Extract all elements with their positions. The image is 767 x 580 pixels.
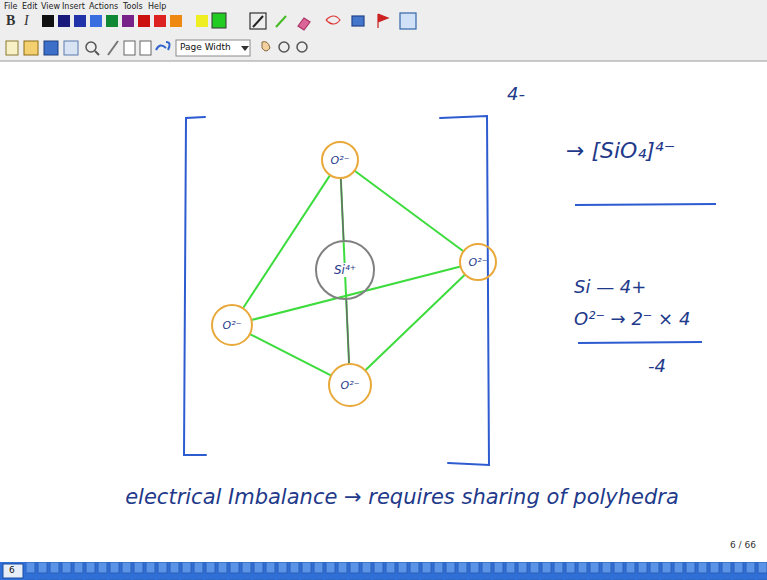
charge-total: -4 bbox=[648, 356, 666, 377]
ion-symbol: Si⁴⁺ bbox=[332, 263, 358, 277]
ion-symbol: O²⁻ bbox=[467, 256, 490, 269]
ion-symbol: O²⁻ bbox=[221, 319, 244, 332]
zoom-dropdown: Page Width bbox=[180, 42, 231, 52]
bold-button: B bbox=[6, 13, 15, 29]
page-tab-number: 6 bbox=[9, 565, 15, 575]
tetrahedron-edge bbox=[251, 335, 331, 376]
menu-item: View bbox=[41, 2, 60, 11]
tetrahedron-edge bbox=[355, 171, 462, 250]
charge-note: O²⁻ → 2⁻ × 4 bbox=[574, 309, 690, 330]
page-bar bbox=[0, 562, 767, 580]
handwritten-note: electrical Imbalance → requires sharing … bbox=[92, 476, 712, 518]
file-icons bbox=[6, 40, 307, 56]
charge-note: Si — 4+ bbox=[574, 277, 646, 298]
underline bbox=[575, 204, 716, 205]
tool-icons bbox=[250, 13, 416, 30]
tetrahedron-edge bbox=[366, 275, 464, 370]
anion-circle: O²⁻ bbox=[459, 243, 497, 281]
italic-button: I bbox=[24, 13, 29, 29]
color-swatches bbox=[42, 13, 226, 28]
ion-symbol: O²⁻ bbox=[339, 379, 362, 392]
menu-item: Actions bbox=[89, 2, 118, 11]
sum-line bbox=[578, 342, 702, 343]
bond-line bbox=[341, 179, 344, 240]
menu-item: File bbox=[4, 2, 17, 11]
cation-circle: Si⁴⁺ bbox=[315, 240, 375, 300]
tetrahedron-edge bbox=[244, 176, 330, 308]
menu-item: Help bbox=[148, 2, 166, 11]
menu-item: Tools bbox=[123, 2, 143, 11]
menu-item: Edit bbox=[22, 2, 38, 11]
bond-line bbox=[346, 300, 349, 363]
bracket bbox=[184, 116, 489, 465]
toolbar bbox=[0, 0, 767, 61]
anion-circle: O²⁻ bbox=[211, 304, 253, 346]
menu-item: Insert bbox=[62, 2, 85, 11]
formula-label: → [SiO₄]⁴⁻ bbox=[566, 138, 675, 163]
ion-symbol: O²⁻ bbox=[329, 154, 352, 167]
toolbar-edge bbox=[0, 61, 767, 62]
anion-circle: O²⁻ bbox=[321, 141, 359, 179]
current-page-tab bbox=[3, 564, 23, 578]
anion-circle: O²⁻ bbox=[328, 363, 372, 407]
page-number: 6 / 66 bbox=[730, 540, 756, 550]
page-tabs bbox=[26, 562, 767, 580]
charge-label: 4- bbox=[507, 84, 525, 105]
